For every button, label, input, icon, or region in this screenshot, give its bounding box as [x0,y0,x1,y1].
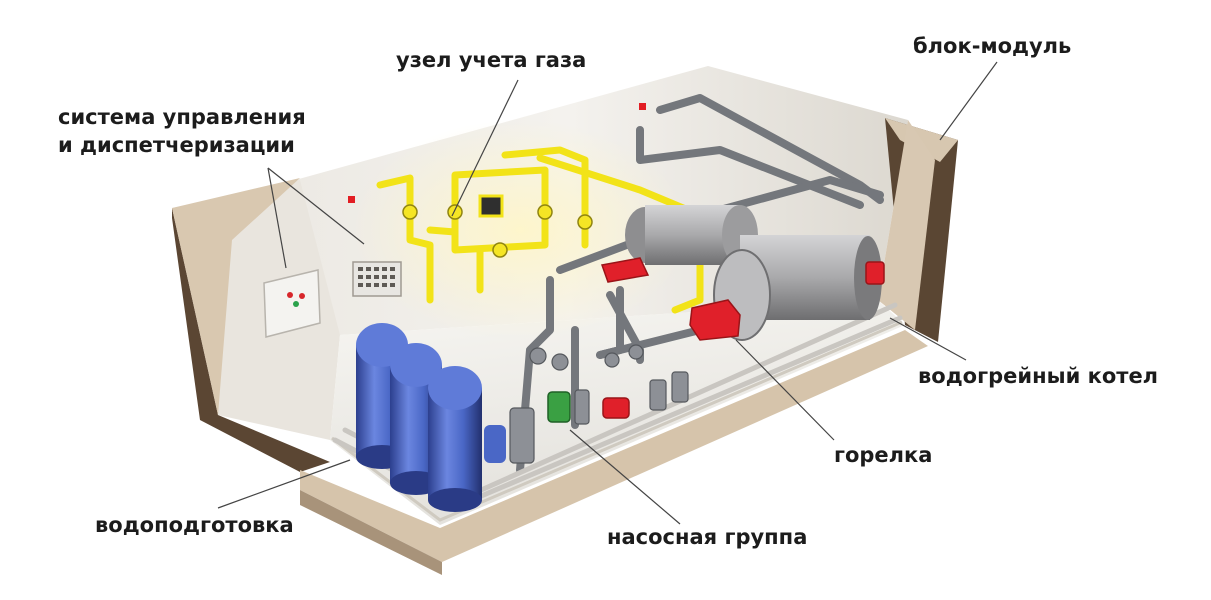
front-plinth-dark [300,490,442,575]
gas-pipe-loop [451,166,549,254]
gas-meter-display [478,194,504,218]
leader-burner [735,339,835,441]
pump-red [602,397,630,419]
fire-alarm-center [639,103,646,110]
front-plinth [300,330,928,562]
pump-group [509,344,689,464]
cabinet-indicator-red-2 [299,293,305,299]
label-block-module: блок-модуль [913,34,1072,58]
cabinet-indicator-red [287,292,293,298]
leader-water [217,459,351,509]
label-control-system-line1: система управления [58,105,306,129]
left-wall-top [172,178,300,415]
leader-pump [569,429,681,525]
label-control-system-line2: и диспетчеризации [58,133,295,157]
salt-tank [484,425,506,463]
leader-lines [217,61,998,525]
gas-pipe-main [376,174,434,304]
label-hot-water-boiler: водогрейный котел [918,364,1159,388]
leader-control-1 [267,167,287,269]
leader-boiler [889,317,967,361]
label-control-system: система управления и диспетчеризации [58,103,306,159]
gas-pipe-top [501,146,589,249]
cabinet-indicator-green [293,301,299,307]
gas-valves [402,204,593,258]
gas-pipe-bypass [426,226,459,236]
label-gas-metering: узел учета газа [396,48,587,72]
leader-block [939,61,998,141]
pump-filter-green [547,391,571,423]
light-glow [350,120,690,340]
dispatch-panel-buttons [358,267,395,287]
leader-gas [451,79,519,217]
water-treatment-tanks [356,323,506,512]
burners [601,257,885,419]
burner-main [689,299,741,341]
tank-3 [428,366,482,512]
right-wall-side [878,120,935,330]
control-cabinets [263,103,646,338]
label-pump-group: насосная группа [607,525,808,549]
boiler-fan-red [865,261,885,285]
control-cabinet-main [263,269,321,338]
gas-metering-pipework [376,146,704,314]
label-burner: горелка [834,443,933,467]
boiler-rear [625,205,758,265]
burner-rear [601,257,650,283]
label-water-treatment: водоподготовка [95,513,294,537]
fire-alarm-left [348,196,355,203]
leader-control-2 [267,167,365,245]
left-wall-outer [172,208,330,472]
